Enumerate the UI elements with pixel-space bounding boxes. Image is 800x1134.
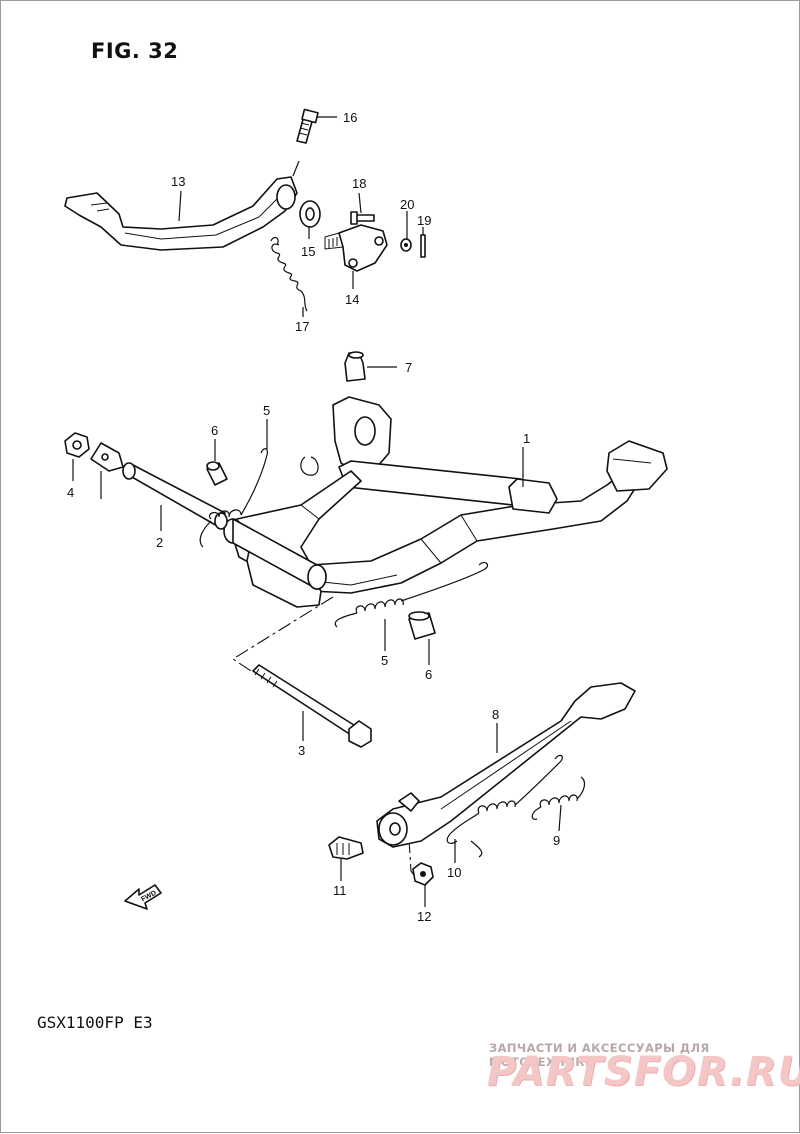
callout-11: 11 — [333, 883, 347, 898]
part-5-spring-lower — [334, 561, 489, 628]
leader-lines — [72, 116, 562, 907]
callout-20: 20 — [400, 197, 414, 212]
leader-16-dash — [292, 160, 300, 177]
part-12-nut — [412, 862, 434, 886]
part-16-bolt — [296, 108, 319, 144]
watermark-tagline: ЗАПЧАСТИ И АКСЕССУАРЫ ДЛЯ МОТОТЕХНИКИ — [489, 1041, 710, 1069]
model-code: GSX1100FP E3 — [37, 1013, 153, 1032]
callout-7: 7 — [405, 360, 412, 375]
callout-numbers: 1 2 3 4 5 5 6 6 7 8 9 10 11 12 13 14 15 … — [67, 110, 560, 924]
callout-6: 6 — [211, 423, 218, 438]
part-19-pin — [420, 234, 426, 258]
watermark-logo: PARTSFOR.RU — [487, 1049, 800, 1095]
part-6-collar-upper — [206, 461, 228, 486]
callout-3: 3 — [298, 743, 305, 758]
part-17-spring — [270, 236, 308, 312]
callout-19: 19 — [417, 213, 431, 228]
callout-10: 10 — [447, 865, 461, 880]
callout-8: 8 — [492, 707, 499, 722]
part-10-spring — [446, 754, 563, 858]
part-4-nut — [64, 432, 90, 458]
part-4-washer — [90, 442, 124, 472]
callout-16: 16 — [343, 110, 357, 125]
part-15-washer — [299, 200, 321, 228]
callout-5: 5 — [263, 403, 270, 418]
callout-12: 12 — [417, 909, 431, 924]
part-3-bolt — [252, 664, 372, 748]
part-5-spring-upper — [199, 448, 268, 548]
callout-18: 18 — [352, 176, 366, 191]
part-8-side-stand — [376, 682, 636, 848]
figure-title: FIG. 32 — [91, 39, 179, 63]
part-14-pivot-bracket — [324, 224, 388, 272]
part-6-collar-lower — [408, 611, 436, 640]
callout-17: 17 — [295, 319, 309, 334]
part-13-brake-pedal — [64, 176, 298, 251]
callout-6-lower: 6 — [425, 667, 432, 682]
callout-4: 4 — [67, 485, 74, 500]
callout-13: 13 — [171, 174, 185, 189]
callout-1: 1 — [523, 431, 530, 446]
callout-5-lower: 5 — [381, 653, 388, 668]
part-9-spring — [531, 776, 586, 820]
part-18-bolt — [350, 211, 375, 225]
part-1-centre-stand — [223, 396, 668, 608]
part-11-pivot-bolt — [328, 836, 364, 860]
fwd-arrow-icon: FWD — [124, 884, 162, 910]
callout-2: 2 — [156, 535, 163, 550]
callout-14: 14 — [345, 292, 359, 307]
assembly-line-bolt — [231, 596, 334, 672]
part-7-stopper — [344, 351, 366, 382]
part-20-nut — [400, 238, 412, 252]
callout-15: 15 — [301, 244, 315, 259]
callout-9: 9 — [553, 833, 560, 848]
